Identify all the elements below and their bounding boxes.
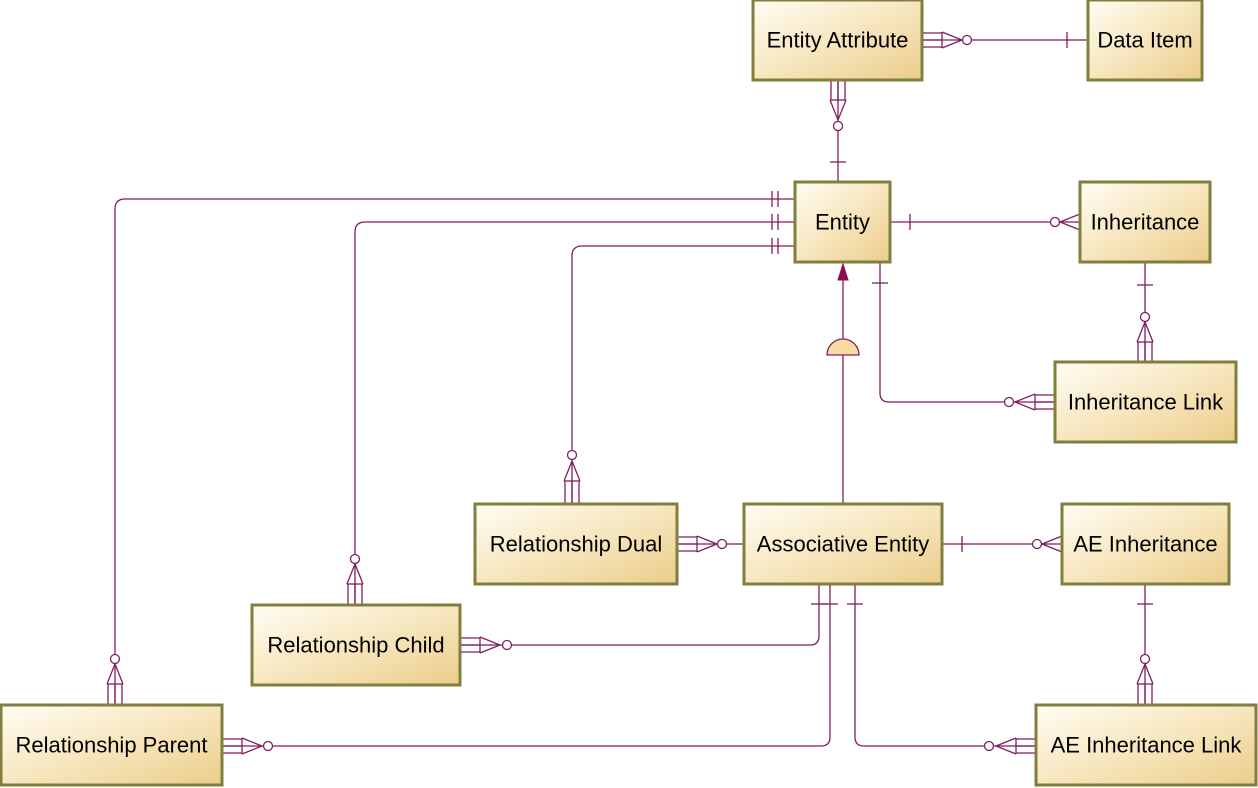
rel-entity-inheritance <box>890 213 1081 231</box>
rel-entity-relationship-child <box>346 214 795 605</box>
rel-entity-attribute-data-item <box>922 31 1088 49</box>
rel-associative-entity-ae-inheritance-link <box>847 584 1036 755</box>
rel-ae-inheritance-ae-inheritance-link <box>1136 583 1154 705</box>
subtype-arrow-head <box>837 262 849 281</box>
entity-label: Inheritance <box>1091 210 1200 235</box>
rel-inheritance-inheritance-link <box>1136 262 1154 362</box>
rel-associative-entity-relationship-parent <box>222 584 838 755</box>
entity-label: Relationship Dual <box>490 532 662 557</box>
subtype-symbol <box>826 338 860 356</box>
entity-label: Inheritance Link <box>1068 390 1224 415</box>
entity-associative-entity[interactable]: Associative Entity <box>742 502 944 586</box>
entity-entity[interactable]: Entity <box>793 180 892 264</box>
entity-entity-attribute[interactable]: Entity Attribute <box>751 0 924 82</box>
entity-label: Data Item <box>1097 28 1192 53</box>
entity-relationship-parent[interactable]: Relationship Parent <box>0 703 224 787</box>
rel-entity-relationship-parent <box>106 191 795 705</box>
entity-ae-inheritance[interactable]: AE Inheritance <box>1060 502 1231 586</box>
rel-associative-entity-ae-inheritance <box>942 535 1063 553</box>
entity-label: Relationship Child <box>267 633 444 658</box>
subtype-associative-entity-entity <box>826 262 860 504</box>
entity-label: AE Inheritance <box>1073 532 1217 557</box>
entity-inheritance-link[interactable]: Inheritance Link <box>1053 360 1238 444</box>
entity-inheritance[interactable]: Inheritance <box>1078 180 1212 264</box>
rel-relationship-dual-associative-entity <box>677 535 744 553</box>
entity-ae-inheritance-link[interactable]: AE Inheritance Link <box>1034 703 1258 787</box>
entity-label: Entity Attribute <box>767 28 909 53</box>
entity-label: AE Inheritance Link <box>1051 733 1243 758</box>
entity-relationship-child[interactable]: Relationship Child <box>250 603 462 687</box>
entity-label: Relationship Parent <box>15 733 207 758</box>
rel-entity-attribute-entity <box>829 80 847 182</box>
rel-entity-relationship-dual <box>563 238 795 504</box>
entity-label: Associative Entity <box>757 532 929 557</box>
entity-relationship-dual[interactable]: Relationship Dual <box>473 502 679 586</box>
rel-entity-inheritance-link <box>872 262 1055 411</box>
entity-label: Entity <box>815 210 870 235</box>
rel-associative-entity-relationship-child <box>460 584 827 654</box>
entity-data-item[interactable]: Data Item <box>1086 0 1204 82</box>
